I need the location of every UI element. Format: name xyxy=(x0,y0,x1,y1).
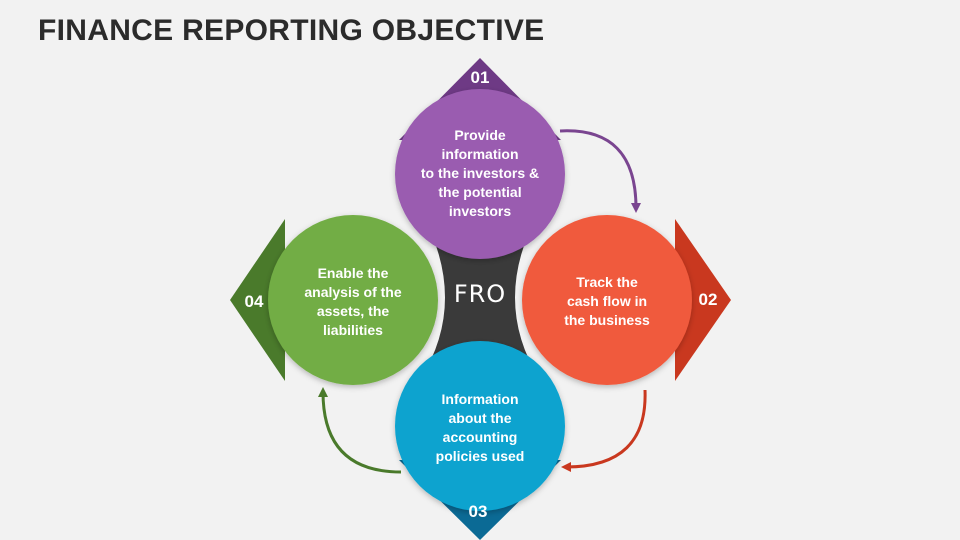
arrow-01-to-02 xyxy=(559,129,641,213)
page-title: FINANCE REPORTING OBJECTIVE xyxy=(38,14,545,47)
step-number-02: 02 xyxy=(698,290,718,309)
pointer-04 xyxy=(230,219,285,381)
circle-01 xyxy=(395,89,565,259)
step-text-04: Enable the analysis of the assets, the l… xyxy=(304,265,402,338)
pointer-02 xyxy=(675,219,731,381)
arrow-03-to-04 xyxy=(318,387,402,474)
center-label: FRO xyxy=(453,280,507,308)
step-text-03: Information about the accounting policie… xyxy=(435,391,525,464)
step-text-01: Provide information to the investors & t… xyxy=(420,127,540,219)
circle-04 xyxy=(268,215,438,385)
circle-02 xyxy=(522,215,692,385)
step-number-01: 01 xyxy=(470,68,490,87)
circle-03 xyxy=(395,341,565,511)
arrow-02-to-03 xyxy=(561,389,647,472)
step-number-04: 04 xyxy=(244,292,264,311)
step-number-03: 03 xyxy=(468,502,488,521)
step-text-02: Track the cash flow in the business xyxy=(564,274,650,328)
